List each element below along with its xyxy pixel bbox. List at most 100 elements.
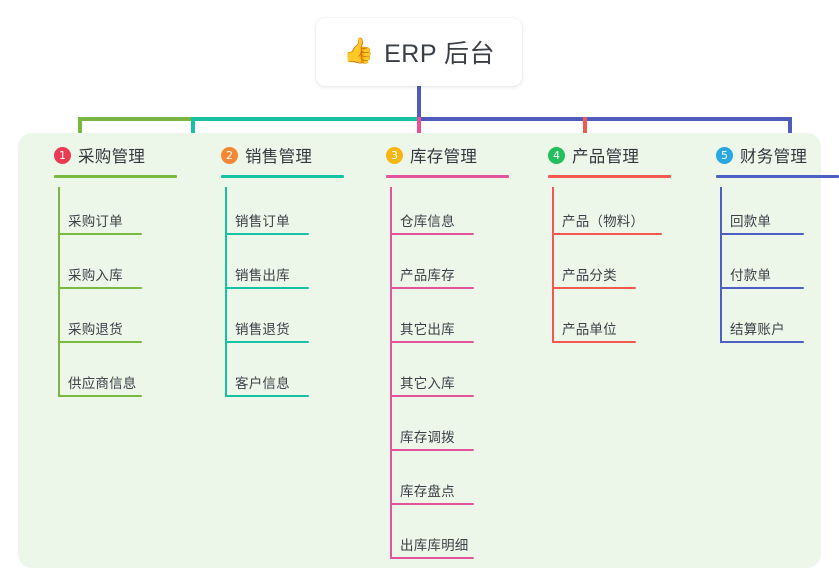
branch-stem-line <box>390 187 392 559</box>
leaf-rule <box>552 233 662 235</box>
leaf-rule <box>58 395 142 397</box>
leaf-rule <box>552 287 636 289</box>
branch-column-5: 5 财务管理回款单付款单结算账户 <box>698 133 839 349</box>
leaf-label: 产品库存 <box>400 268 455 283</box>
leaf-rule <box>225 395 309 397</box>
branch-header-1[interactable]: 1 采购管理 <box>36 133 196 177</box>
branch-header-rule <box>221 175 344 178</box>
leaf-rule <box>390 503 474 505</box>
leaf-rule <box>58 341 142 343</box>
leaf-node[interactable]: 其它入库 <box>368 349 528 403</box>
branch-header-4[interactable]: 4 产品管理 <box>530 133 690 177</box>
branch-title: 财务管理 <box>740 148 808 166</box>
branch-title: 采购管理 <box>78 148 146 166</box>
leaf-node[interactable]: 采购订单 <box>36 187 196 241</box>
leaf-label: 采购入库 <box>68 268 123 283</box>
leaf-label: 库存调拨 <box>400 430 455 445</box>
branch-header-5[interactable]: 5 财务管理 <box>698 133 839 177</box>
leaf-label: 销售订单 <box>235 214 290 229</box>
leaf-label: 销售退货 <box>235 322 290 337</box>
leaf-node[interactable]: 仓库信息 <box>368 187 528 241</box>
leaf-label: 产品分类 <box>562 268 617 283</box>
leaf-rule <box>58 233 142 235</box>
leaf-list: 销售订单销售出库销售退货客户信息 <box>203 187 363 403</box>
leaf-label: 产品（物料） <box>562 214 645 229</box>
leaf-node[interactable]: 其它出库 <box>368 295 528 349</box>
leaf-node[interactable]: 库存调拨 <box>368 403 528 457</box>
leaf-label: 采购退货 <box>68 322 123 337</box>
leaf-list: 采购订单采购入库采购退货供应商信息 <box>36 187 196 403</box>
leaf-rule <box>720 233 804 235</box>
leaf-node[interactable]: 库存盘点 <box>368 457 528 511</box>
branch-header-rule <box>386 175 509 178</box>
leaf-node[interactable]: 付款单 <box>698 241 839 295</box>
leaf-node[interactable]: 产品分类 <box>530 241 690 295</box>
leaf-node[interactable]: 出库库明细 <box>368 511 528 565</box>
branch-stem-line <box>720 187 722 343</box>
branch-column-4: 4 产品管理产品（物料） 产品分类产品单位 <box>530 133 690 349</box>
branch-stem-line <box>58 187 60 397</box>
leaf-rule <box>390 287 474 289</box>
leaf-label: 供应商信息 <box>68 376 137 391</box>
leaf-list: 产品（物料） 产品分类产品单位 <box>530 187 690 349</box>
branch-header-rule <box>716 175 839 178</box>
leaf-list: 仓库信息产品库存其它出库其它入库库存调拨库存盘点出库库明细 <box>368 187 528 565</box>
leaf-node[interactable]: 客户信息 <box>203 349 363 403</box>
branch-stem-line <box>225 187 227 397</box>
branch-stem-line <box>552 187 554 343</box>
leaf-label: 其它入库 <box>400 376 455 391</box>
branch-header-rule <box>54 175 177 178</box>
leaf-rule <box>720 341 804 343</box>
leaf-rule <box>225 233 309 235</box>
leaf-node[interactable]: 销售订单 <box>203 187 363 241</box>
branch-header-rule <box>548 175 671 178</box>
leaf-rule <box>390 395 474 397</box>
branch-column-2: 2 销售管理销售订单销售出库销售退货客户信息 <box>203 133 363 403</box>
leaf-rule <box>390 449 474 451</box>
leaf-node[interactable]: 采购入库 <box>36 241 196 295</box>
leaf-rule <box>720 287 804 289</box>
leaf-label: 产品单位 <box>562 322 617 337</box>
leaf-node[interactable]: 采购退货 <box>36 295 196 349</box>
leaf-node[interactable]: 结算账户 <box>698 295 839 349</box>
leaf-node[interactable]: 销售退货 <box>203 295 363 349</box>
leaf-rule <box>390 233 474 235</box>
leaf-node[interactable]: 产品单位 <box>530 295 690 349</box>
branch-number-badge: 4 <box>548 146 565 164</box>
branch-number-badge: 1 <box>54 146 71 164</box>
leaf-rule <box>58 287 142 289</box>
thumbs-up-icon: 👍 <box>342 36 375 65</box>
leaf-node[interactable]: 产品库存 <box>368 241 528 295</box>
branch-number-badge: 2 <box>221 146 238 164</box>
leaf-node[interactable]: 销售出库 <box>203 241 363 295</box>
leaf-rule <box>390 341 474 343</box>
leaf-node[interactable]: 回款单 <box>698 187 839 241</box>
branch-number-badge: 5 <box>716 146 733 164</box>
leaf-label: 付款单 <box>730 268 772 283</box>
leaf-label: 结算账户 <box>730 322 785 337</box>
leaf-label: 客户信息 <box>235 376 290 391</box>
leaf-rule <box>390 557 474 559</box>
leaf-label: 采购订单 <box>68 214 123 229</box>
leaf-node[interactable]: 产品（物料） <box>530 187 690 241</box>
leaf-node[interactable]: 供应商信息 <box>36 349 196 403</box>
branch-number-badge: 3 <box>386 146 403 164</box>
leaf-label: 出库库明细 <box>400 538 469 553</box>
leaf-rule <box>225 341 309 343</box>
leaf-list: 回款单付款单结算账户 <box>698 187 839 349</box>
branch-header-2[interactable]: 2 销售管理 <box>203 133 363 177</box>
branch-column-1: 1 采购管理采购订单采购入库采购退货供应商信息 <box>36 133 196 403</box>
root-node[interactable]: 👍 ERP 后台 <box>316 18 522 86</box>
leaf-rule <box>225 287 309 289</box>
diagram-panel <box>18 133 821 568</box>
leaf-label: 回款单 <box>730 214 772 229</box>
leaf-label: 销售出库 <box>235 268 290 283</box>
page-title: ERP 后台 <box>384 40 496 68</box>
branch-title: 销售管理 <box>245 148 313 166</box>
leaf-rule <box>552 341 636 343</box>
branch-title: 产品管理 <box>572 148 640 166</box>
column-container: 1 采购管理采购订单采购入库采购退货供应商信息 2 销售管理销售订单销售出库销售退货客… <box>18 133 839 568</box>
leaf-label: 仓库信息 <box>400 214 455 229</box>
